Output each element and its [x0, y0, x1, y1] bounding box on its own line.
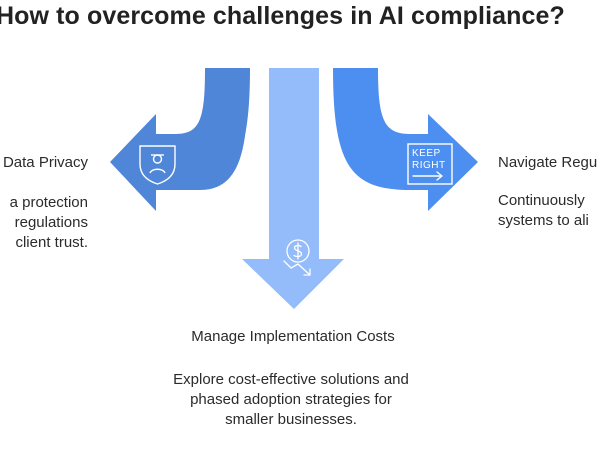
description-line: a protection	[9, 194, 88, 211]
keep-right-sign-icon: KEEP RIGHT	[407, 143, 453, 185]
description-line: client trust.	[15, 234, 88, 251]
left-curved-arrow-body	[156, 68, 250, 190]
manage-costs-label: Manage Implementation Costs	[191, 328, 395, 345]
description-line: regulations	[14, 214, 88, 231]
navigate-regulations-label: Navigate Regu	[498, 154, 598, 171]
data-privacy-description: a protection regulations client trust.	[10, 193, 88, 253]
navigate-regulations-description: Continuously systems to ali	[498, 191, 589, 231]
sign-text-right: RIGHT	[412, 160, 446, 171]
data-privacy-label: Data Privacy	[2, 154, 88, 171]
center-down-arrow	[242, 68, 344, 309]
sign-text-keep: KEEP	[412, 148, 441, 159]
shield-user-icon	[139, 145, 176, 185]
description-line: phased adoption strategies for	[190, 391, 392, 408]
description-line: smaller businesses.	[225, 411, 357, 428]
right-arrowhead	[428, 114, 478, 211]
manage-costs-description: Explore cost-effective solutions and pha…	[0, 370, 582, 430]
right-curved-arrow-body	[333, 68, 430, 190]
dollar-down-icon	[283, 239, 311, 276]
description-line: Continuously	[498, 192, 585, 209]
description-line: systems to ali	[498, 212, 589, 229]
page-title: How to overcome challenges in AI complia…	[0, 2, 565, 30]
description-line: Explore cost-effective solutions and	[173, 371, 409, 388]
